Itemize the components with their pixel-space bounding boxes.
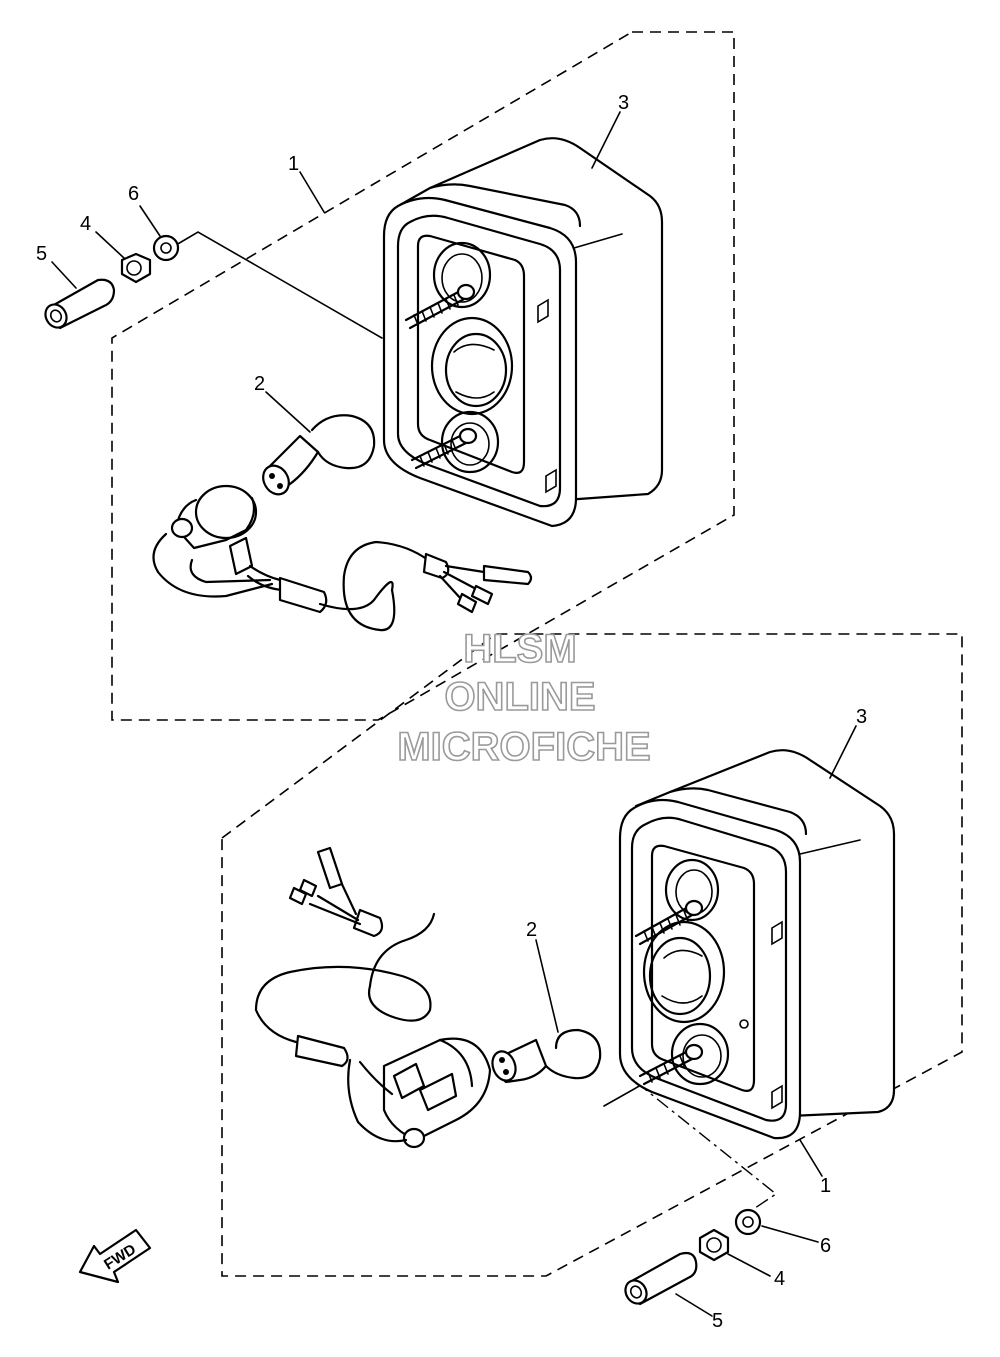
upper-bulb [262, 414, 376, 496]
upper-callout-collar: 5 [36, 243, 47, 265]
lower-bulb [491, 1028, 602, 1084]
lower-callout-washer: 6 [820, 1235, 831, 1257]
upper-callout-taillight: 3 [618, 92, 629, 114]
lower-taillight-housing [618, 749, 896, 1140]
lower-callout-lens-assy: 1 [820, 1175, 831, 1197]
upper-callout-bulb: 2 [254, 373, 265, 395]
upper-callout-nut: 4 [80, 213, 91, 235]
upper-washer [152, 234, 180, 262]
upper-nut [120, 252, 152, 284]
lower-group-boundary [221, 633, 963, 1277]
lower-collar [624, 1251, 698, 1306]
watermark-line-2: ONLINE [444, 675, 595, 719]
lower-callout-taillight: 3 [856, 706, 867, 728]
upper-group-boundary [111, 31, 735, 721]
watermark: HLSM ONLINE MICROFICHE [397, 626, 652, 770]
upper-taillight-housing [382, 137, 664, 528]
lower-nut [698, 1228, 730, 1262]
lower-callout-bulb: 2 [526, 919, 537, 941]
lower-callout-nut: 4 [774, 1268, 785, 1290]
lower-socket-harness [254, 846, 492, 1149]
upper-stud-leader [175, 231, 383, 339]
upper-assembly: 1 2 3 4 5 6 [36, 31, 735, 721]
watermark-line-3: MICROFICHE [397, 725, 650, 769]
upper-collar [44, 278, 116, 330]
lower-stud-leader [635, 1081, 778, 1211]
fwd-direction-arrow: FWD [78, 1228, 152, 1284]
lower-callout-collar: 5 [712, 1310, 723, 1332]
lower-assembly: 3 2 1 6 4 5 [221, 633, 963, 1332]
watermark-line-1: HLSM [463, 627, 576, 671]
upper-socket-harness [152, 484, 533, 632]
upper-callout-washer: 6 [128, 183, 139, 205]
upper-callout-lens-assy: 1 [288, 153, 299, 175]
lower-washer [734, 1208, 762, 1236]
